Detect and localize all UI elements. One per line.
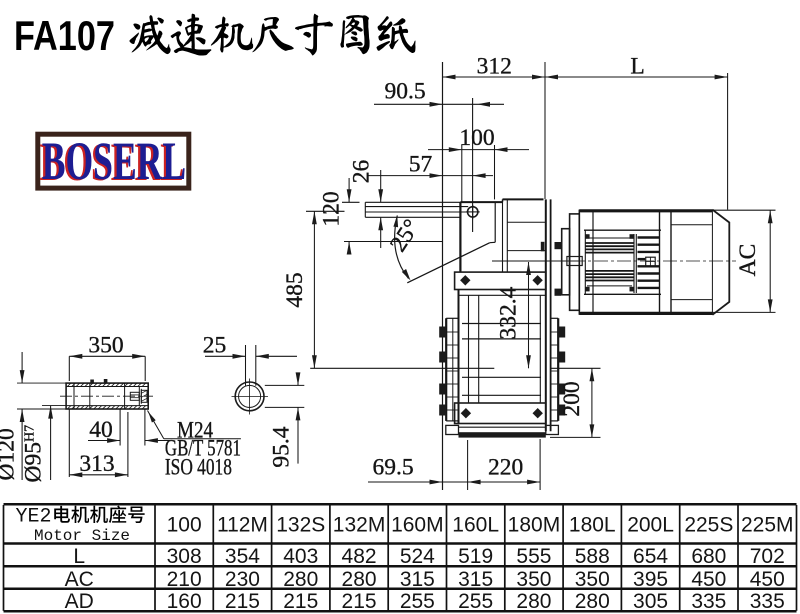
- svg-text:335: 335: [750, 590, 785, 613]
- svg-text:702: 702: [750, 545, 785, 568]
- svg-text:100: 100: [459, 125, 494, 151]
- svg-text:BOSERL: BOSERL: [42, 131, 187, 191]
- svg-text:Ø95H7: Ø95H7: [21, 425, 47, 483]
- svg-text:57: 57: [409, 152, 433, 178]
- svg-text:160L: 160L: [452, 514, 499, 537]
- svg-text:280: 280: [283, 568, 318, 591]
- svg-text:25°: 25°: [385, 215, 425, 257]
- svg-text:160: 160: [167, 590, 202, 613]
- svg-text:YE2: YE2: [16, 506, 52, 529]
- svg-text:315: 315: [458, 568, 493, 591]
- svg-text:40: 40: [89, 417, 113, 443]
- svg-text:280: 280: [575, 590, 610, 613]
- svg-text:332.4: 332.4: [496, 286, 522, 339]
- svg-text:26: 26: [349, 160, 375, 184]
- svg-text:25: 25: [203, 332, 227, 358]
- svg-text:354: 354: [225, 545, 260, 568]
- svg-text:L: L: [73, 545, 85, 568]
- svg-text:95.4: 95.4: [269, 426, 295, 467]
- svg-text:ISO 4018: ISO 4018: [165, 455, 232, 481]
- svg-text:215: 215: [342, 590, 377, 613]
- svg-text:132M: 132M: [333, 514, 386, 537]
- svg-text:255: 255: [400, 590, 435, 613]
- svg-text:555: 555: [516, 545, 551, 568]
- svg-text:200L: 200L: [627, 514, 674, 537]
- svg-text:450: 450: [691, 568, 726, 591]
- svg-text:312: 312: [477, 54, 512, 80]
- svg-text:180M: 180M: [508, 514, 561, 537]
- svg-text:485: 485: [282, 272, 308, 307]
- svg-text:GB/T 5781: GB/T 5781: [165, 436, 241, 462]
- svg-text:335: 335: [691, 590, 726, 613]
- svg-text:280: 280: [516, 590, 551, 613]
- svg-text:AC: AC: [65, 568, 94, 591]
- svg-text:BOSERL: BOSERL: [40, 132, 185, 192]
- svg-text:215: 215: [225, 590, 260, 613]
- svg-text:69.5: 69.5: [372, 455, 413, 481]
- svg-text:215: 215: [283, 590, 318, 613]
- svg-text:482: 482: [342, 545, 377, 568]
- svg-text:305: 305: [633, 590, 668, 613]
- svg-text:120: 120: [319, 191, 345, 226]
- svg-text:200: 200: [559, 381, 585, 416]
- svg-text:132S: 132S: [276, 514, 325, 537]
- svg-text:519: 519: [458, 545, 493, 568]
- svg-text:112M: 112M: [217, 514, 268, 537]
- svg-text:350: 350: [88, 332, 123, 358]
- svg-text:225S: 225S: [684, 514, 733, 537]
- svg-text:680: 680: [691, 545, 726, 568]
- svg-text:230: 230: [225, 568, 260, 591]
- svg-text:M24: M24: [177, 417, 213, 443]
- svg-text:588: 588: [575, 545, 610, 568]
- svg-text:654: 654: [633, 545, 668, 568]
- svg-text:160M: 160M: [391, 514, 444, 537]
- svg-text:315: 315: [400, 568, 435, 591]
- svg-text:313: 313: [79, 451, 114, 477]
- svg-text:280: 280: [342, 568, 377, 591]
- svg-text:Motor Size: Motor Size: [34, 527, 130, 545]
- svg-text:180L: 180L: [569, 514, 616, 537]
- svg-text:AC: AC: [735, 244, 761, 277]
- svg-text:350: 350: [575, 568, 610, 591]
- svg-text:255: 255: [458, 590, 493, 613]
- svg-text:210: 210: [167, 568, 202, 591]
- svg-text:90.5: 90.5: [384, 79, 425, 105]
- svg-text:Ø120: Ø120: [0, 428, 20, 480]
- svg-text:350: 350: [516, 568, 551, 591]
- svg-text:450: 450: [750, 568, 785, 591]
- svg-text:403: 403: [283, 545, 318, 568]
- svg-text:524: 524: [400, 545, 435, 568]
- svg-text:FA107: FA107: [14, 12, 115, 59]
- svg-text:225M: 225M: [741, 514, 794, 537]
- svg-text:395: 395: [633, 568, 668, 591]
- svg-text:220: 220: [488, 455, 523, 481]
- svg-text:100: 100: [167, 514, 202, 537]
- svg-text:AD: AD: [65, 590, 94, 613]
- svg-text:308: 308: [167, 545, 202, 568]
- svg-text:L: L: [630, 54, 644, 80]
